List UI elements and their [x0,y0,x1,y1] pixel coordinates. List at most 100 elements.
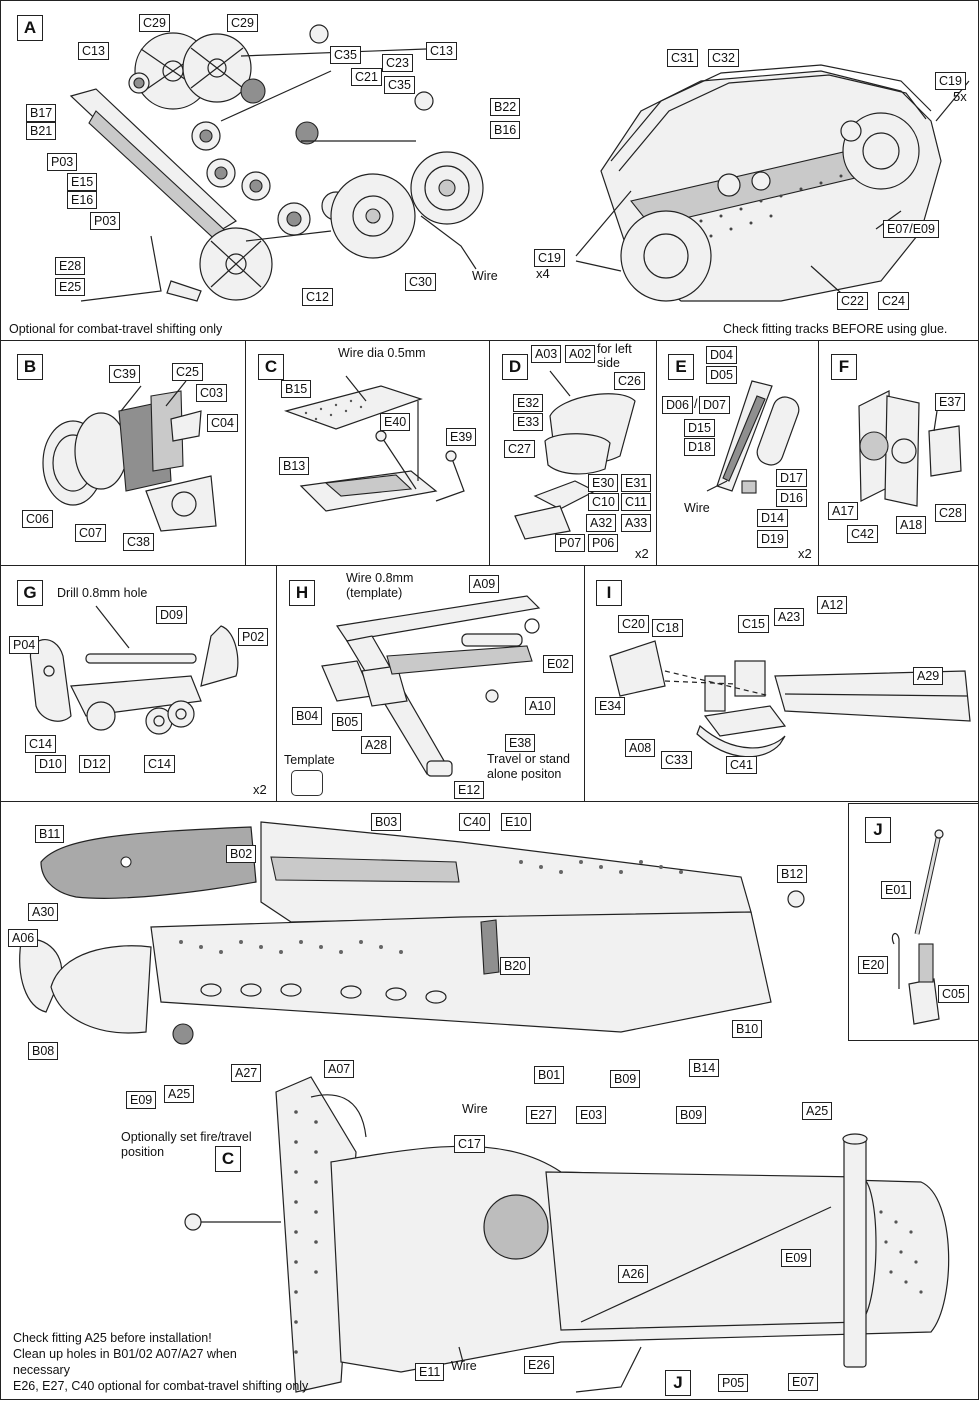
callout-a32: A32 [586,514,617,532]
mult-x4: x4 [536,266,550,281]
panel-a: A C29 C29 C13 C35 C13 C23 C21 C35 B17 B2… [0,0,979,341]
callout-p03-1: P03 [47,153,78,171]
callout-c10: C10 [588,493,619,511]
callout-e34: E34 [595,697,626,715]
callout-e07: E07 [788,1373,819,1391]
callout-c30: C30 [405,273,436,291]
callout-c22: C22 [837,292,868,310]
callout-c26: C26 [614,372,645,390]
callout-a26: A26 [618,1265,649,1283]
panel-b-tag: B [17,354,43,380]
label-template: Template [284,753,335,767]
wire-label-a: Wire [472,269,498,283]
callout-a30: A30 [28,903,59,921]
callout-a23: A23 [774,608,805,626]
panel-d: D A03 A02 for left side C26 E32 E33 C27 … [489,340,657,566]
note-drill: Drill 0.8mm hole [57,586,148,600]
callout-c42: C42 [847,525,878,543]
callout-c03: C03 [196,384,227,402]
travel-note-2: alone positon [487,767,562,781]
panel-a-tag: A [17,15,43,41]
callout-e20: E20 [858,956,889,974]
callout-b20: B20 [500,957,531,975]
callout-a03: A03 [531,345,562,363]
callout-c29-2: C29 [227,14,258,32]
callout-b08: B08 [28,1042,59,1060]
callout-c39: C39 [109,365,140,383]
panel-i-tag: I [596,580,622,606]
callout-a12: A12 [817,596,848,614]
note-fire-travel-2: position [121,1145,165,1159]
wire-label-main-top: Wire [462,1102,488,1116]
callout-b02: B02 [226,845,257,863]
callout-e40: E40 [380,413,411,431]
panel-e: E D04 D05 D06 / D07 D15 D18 D17 D16 Wire… [656,340,819,566]
callout-b03: B03 [371,813,402,831]
panel-b-artwork [42,380,217,532]
wire-note-h-2: (template) [346,586,403,600]
callout-b05: B05 [332,713,363,731]
callout-e12: E12 [454,781,485,799]
panel-f-artwork [858,390,962,507]
panel-g-tag: G [17,580,43,606]
note-bottom-4: E26, E27, C40 optional for combat-travel… [13,1379,309,1393]
wire-dia-note: Wire dia 0.5mm [338,346,426,360]
panel-j: J E01 E20 C05 [848,803,979,1041]
panel-main: B11 B03 C40 E10 B02 B12 A30 A06 B20 A27 … [0,801,979,1400]
mult-x2-d: x2 [635,546,649,561]
callout-d18: D18 [684,438,715,456]
callout-b09-1: B09 [610,1070,641,1088]
callout-p03-2: P03 [90,212,121,230]
callout-e37: E37 [935,393,966,411]
callout-c19-1: C19 [935,72,966,90]
callout-e26: E26 [524,1356,555,1374]
mult-x2-g: x2 [253,782,267,797]
callout-c38: C38 [123,533,154,551]
panel-g: G Drill 0.8mm hole D09 P04 P02 C14 D10 D… [0,565,277,802]
callout-e09-1: E09 [126,1091,157,1109]
callout-d15: D15 [684,419,715,437]
callout-b13: B13 [279,457,310,475]
panel-c: C Wire dia 0.5mm B15 E40 E39 B13 [245,340,490,566]
callout-c14-1: C14 [25,735,56,753]
callout-d16: D16 [776,489,807,507]
callout-p05: P05 [718,1374,749,1392]
callout-b17: B17 [26,104,57,122]
main-ref-c: C [215,1146,241,1172]
callout-c13-2: C13 [426,42,457,60]
callout-c27: C27 [504,440,535,458]
callout-e27: E27 [526,1106,557,1124]
callout-e31: E31 [621,474,652,492]
callout-e07-e09: E07/E09 [883,220,939,238]
callout-b14: B14 [689,1059,720,1077]
panel-h-artwork [321,595,541,777]
wire-label-main-bottom: Wire [451,1359,477,1373]
callout-a28: A28 [361,736,392,754]
callout-c15: C15 [738,615,769,633]
panel-b: B C39 C25 C03 C04 C06 C07 C38 [0,340,246,566]
main-ref-j: J [665,1370,691,1396]
callout-d14: D14 [757,509,788,527]
note-bottom-2: Clean up holes in B01/02 A07/A27 when [13,1347,237,1361]
callout-a06: A06 [8,929,39,947]
callout-c25: C25 [172,363,203,381]
callout-p06: P06 [588,534,619,552]
callout-b22: B22 [490,98,521,116]
callout-c04: C04 [207,414,238,432]
panel-c-artwork [283,375,465,512]
callout-c20: C20 [618,615,649,633]
note-bottom-1: Check fitting A25 before installation! [13,1331,212,1345]
callout-a27: A27 [231,1064,262,1082]
callout-e28: E28 [55,257,86,275]
callout-e25: E25 [55,278,86,296]
callout-a17: A17 [828,502,859,520]
mult-5x: 5x [953,89,967,104]
callout-a25-2: A25 [802,1102,833,1120]
callout-c19-2: C19 [534,249,565,267]
note-check-tracks: Check fitting tracks BEFORE using glue. [723,322,948,336]
callout-p02: P02 [238,628,269,646]
callout-c40: C40 [459,813,490,831]
note-combat-travel: Optional for combat-travel shifting only [9,322,223,336]
panel-e-tag: E [668,354,694,380]
callout-e38: E38 [505,734,536,752]
